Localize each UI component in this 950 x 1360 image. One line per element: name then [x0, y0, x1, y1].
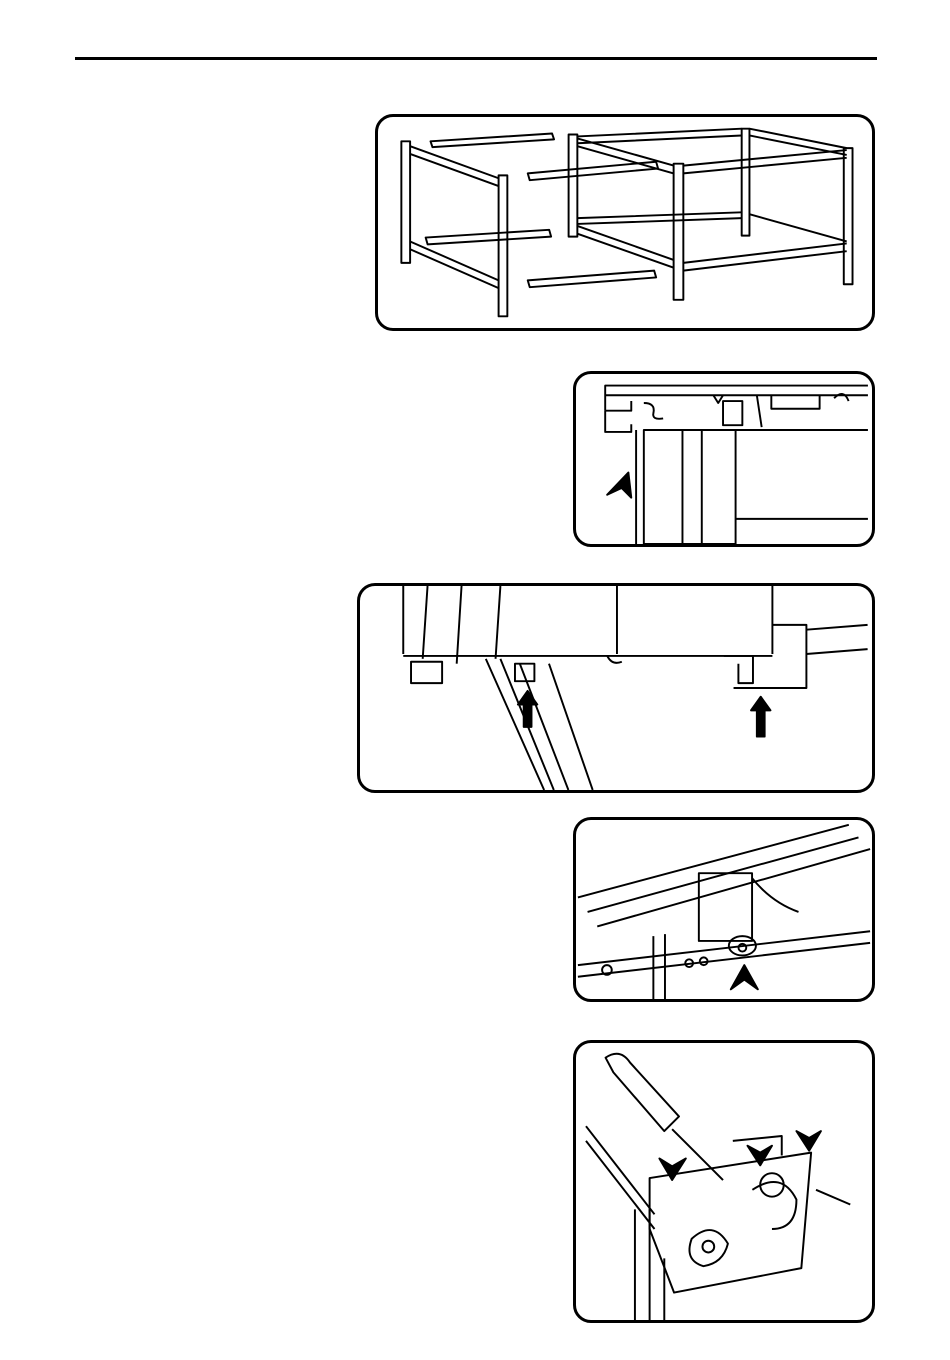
roller-bracket-illustration	[576, 820, 872, 999]
roller-bracket-figure	[573, 817, 875, 1002]
arrow-icon	[796, 1131, 820, 1151]
aluminium-profile-illustration	[576, 374, 872, 544]
lever-mechanism-figure	[573, 1040, 875, 1323]
arrow-icon	[607, 473, 631, 498]
lever-mechanism-illustration	[576, 1043, 872, 1320]
header-rule	[75, 57, 877, 60]
rail-underside-figure	[357, 583, 875, 793]
arrow-icon	[751, 697, 770, 737]
profile-section-figure	[573, 371, 875, 547]
rail-underside-illustration	[360, 586, 872, 790]
table-frame-illustration	[378, 117, 872, 328]
arrow-icon	[731, 965, 758, 989]
frame-assembly-figure	[375, 114, 875, 331]
